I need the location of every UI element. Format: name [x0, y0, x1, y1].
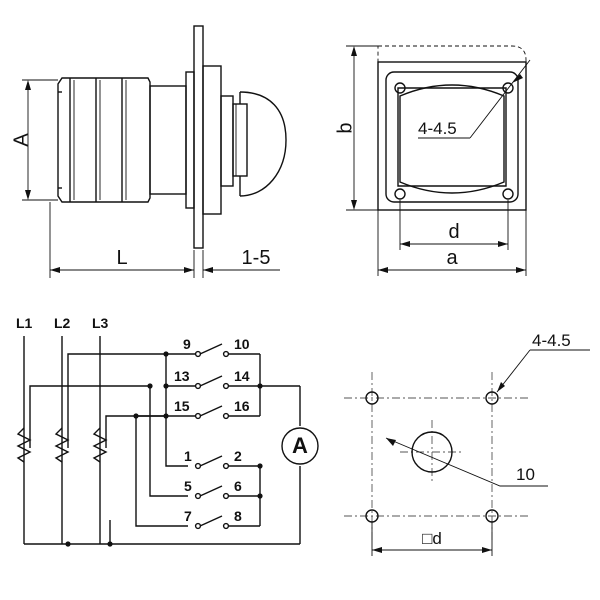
dim-A-label: A [10, 133, 32, 147]
terminal-13: 13 [174, 368, 190, 384]
switch-body [57, 77, 151, 203]
front-view: 4-4.5 b d a [334, 45, 531, 276]
wiring-schematic: L1 L2 L3 [16, 315, 319, 547]
terminal-14: 14 [234, 368, 250, 384]
ammeter-symbol [281, 427, 319, 465]
mounting-panel [193, 25, 204, 249]
phase-L2-label: L2 [54, 315, 71, 331]
front-hole-callout: 4-4.5 [418, 119, 457, 138]
terminal-5: 5 [184, 478, 192, 494]
terminal-16: 16 [234, 398, 250, 414]
terminal-9: 9 [183, 336, 191, 352]
mount-hole [485, 391, 499, 405]
switch-neck [149, 85, 187, 195]
dim-b-label: b [334, 122, 356, 133]
panel-cutout: 4-4.5 10 □d [344, 331, 590, 556]
terminal-1: 1 [184, 448, 192, 464]
dim-d-label: d [448, 221, 459, 243]
cutout-hole-callout: 4-4.5 [532, 331, 571, 350]
terminal-10: 10 [234, 336, 250, 352]
front-window [399, 84, 505, 194]
phase-L3-label: L3 [92, 315, 109, 331]
side-view: A L 1-5 [10, 25, 287, 278]
knob-shaft [232, 103, 248, 177]
dim-L-label: L [116, 247, 127, 269]
terminal-8: 8 [234, 508, 242, 524]
dim-a-label: a [446, 247, 458, 269]
square-dim-label: □d [422, 529, 442, 548]
ammeter-label: A [292, 433, 308, 458]
terminal-15: 15 [174, 398, 190, 414]
terminal-2: 2 [234, 448, 242, 464]
dim-1-5-label: 1-5 [242, 247, 271, 269]
front-bezel [202, 65, 222, 215]
knob [239, 91, 287, 197]
terminal-6: 6 [234, 478, 242, 494]
mount-hole [365, 391, 379, 405]
front-plate [377, 61, 527, 211]
terminal-7: 7 [184, 508, 192, 524]
phase-L1-label: L1 [16, 315, 33, 331]
center-hole [411, 431, 453, 473]
center-hole-callout: 10 [516, 465, 535, 484]
